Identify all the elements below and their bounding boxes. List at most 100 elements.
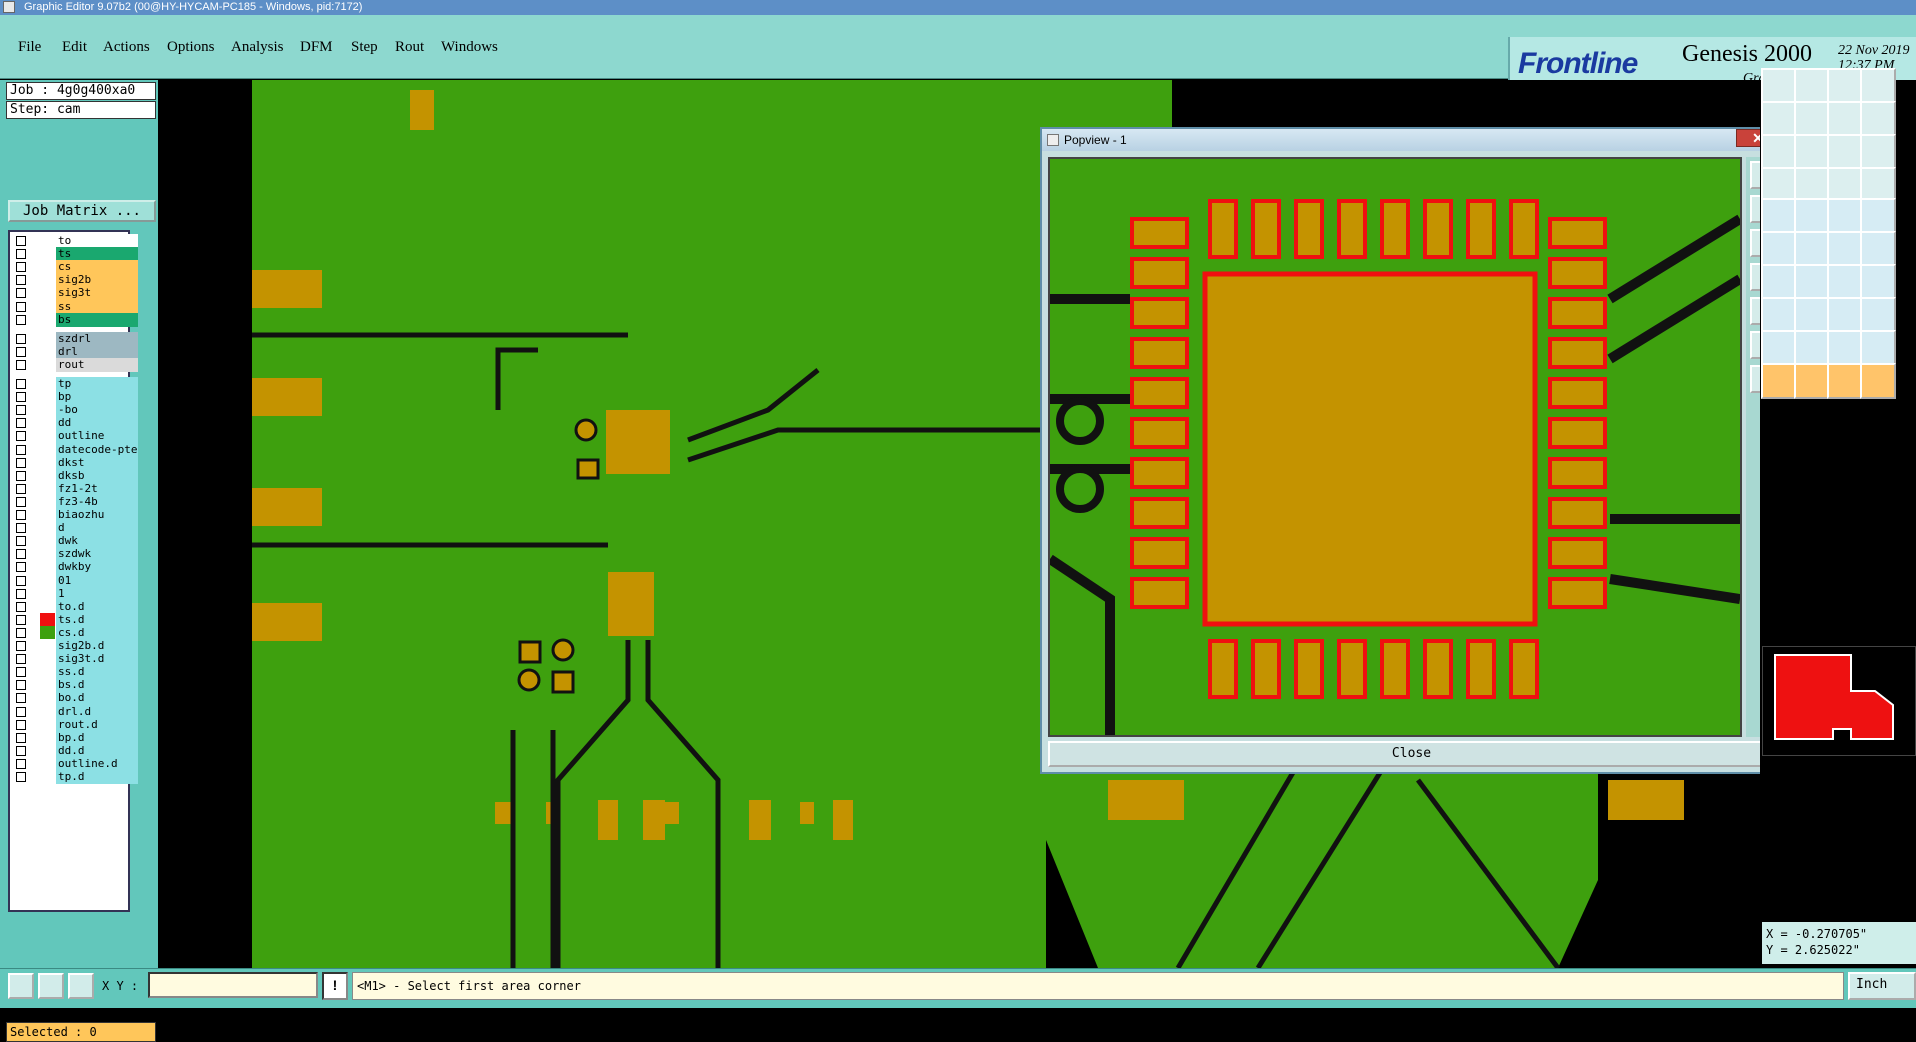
popview-close-button[interactable]: Close — [1048, 741, 1760, 767]
layer-row--bo[interactable]: -bo — [12, 403, 138, 418]
board-minimap[interactable] — [1762, 646, 1916, 756]
xy-input[interactable] — [148, 972, 318, 998]
layer-row-dwk[interactable]: dwk — [12, 534, 138, 549]
draw-icon[interactable] — [1794, 264, 1830, 300]
question-icon[interactable] — [1860, 101, 1896, 137]
move-icon[interactable] — [1794, 68, 1830, 104]
layer-checkbox[interactable] — [16, 562, 26, 573]
layer-checkbox[interactable] — [16, 772, 26, 782]
popview-close-icon[interactable]: ✕ — [1736, 129, 1760, 147]
join-icon[interactable] — [1860, 231, 1896, 267]
layer-checkbox[interactable] — [16, 732, 26, 743]
next-icon[interactable] — [1794, 101, 1830, 137]
layer-row-szdwk[interactable]: szdwk — [12, 547, 138, 562]
menu-edit[interactable]: Edit — [62, 39, 87, 55]
scale-icon[interactable] — [1827, 134, 1863, 170]
layer-checkbox[interactable] — [16, 496, 26, 507]
help-icon[interactable] — [1860, 134, 1896, 170]
menu-rout[interactable]: Rout — [395, 39, 425, 55]
menu-file[interactable]: File — [18, 39, 42, 55]
layer-checkbox[interactable] — [16, 523, 26, 534]
menu-windows[interactable]: Windows — [441, 39, 498, 55]
layer-row-to.d[interactable]: to.d — [12, 599, 138, 614]
layer-row-tp.d[interactable]: tp.d — [12, 770, 138, 784]
menu-analysis[interactable]: Analysis — [231, 39, 284, 55]
menu-actions[interactable]: Actions — [103, 39, 150, 55]
select3-icon[interactable] — [1827, 363, 1863, 399]
layer-row-bs[interactable]: bs — [12, 312, 138, 327]
reshape-icon[interactable] — [1827, 101, 1863, 137]
select2-icon[interactable] — [1794, 363, 1830, 399]
angle-icon[interactable] — [38, 973, 64, 999]
layer-row-dksb[interactable]: dksb — [12, 468, 138, 483]
pad-icon[interactable] — [1761, 198, 1797, 234]
zoom-out-icon[interactable] — [1750, 229, 1760, 257]
layer-row-bp[interactable]: bp — [12, 390, 138, 405]
center-icon[interactable] — [1827, 297, 1863, 333]
layer-checkbox[interactable] — [16, 314, 26, 325]
layer-checkbox[interactable] — [16, 457, 26, 468]
layer-checkbox[interactable] — [16, 431, 26, 442]
layer-row-sig2b.d[interactable]: sig2b.d — [12, 639, 138, 653]
select-icon[interactable] — [1761, 363, 1797, 399]
layer-checkbox[interactable] — [16, 379, 26, 389]
layer-checkbox[interactable] — [16, 392, 26, 403]
layer-row-biaozhu[interactable]: biaozhu — [12, 508, 138, 522]
layer-row-to[interactable]: to — [12, 234, 138, 248]
layer-checkbox[interactable] — [16, 654, 26, 665]
layer-checkbox[interactable] — [16, 758, 26, 769]
triangle-icon[interactable] — [1761, 330, 1797, 366]
connect-icon[interactable] — [1761, 231, 1797, 267]
edit-line-icon[interactable] — [1761, 264, 1797, 300]
home-view-icon[interactable] — [1750, 365, 1760, 393]
layer-checkbox[interactable] — [16, 745, 26, 756]
select4-icon[interactable] — [1860, 363, 1896, 399]
layer-checkbox[interactable] — [16, 418, 26, 429]
function-icon[interactable] — [1860, 264, 1896, 300]
zoom-in-icon[interactable] — [1750, 195, 1760, 223]
layer-row-cs[interactable]: cs — [12, 260, 138, 275]
layer-checkbox[interactable] — [16, 236, 26, 246]
layer-checkbox[interactable] — [16, 693, 26, 704]
popview-titlebar[interactable]: Popview - 1 — [1042, 129, 1760, 151]
layer-checkbox[interactable] — [16, 575, 26, 586]
layer-checkbox[interactable] — [16, 536, 26, 547]
line-icon[interactable] — [1794, 198, 1830, 234]
units-select[interactable]: Inch — [1848, 972, 1916, 1000]
zoom-fit-icon[interactable] — [1750, 161, 1760, 189]
triangle4-icon[interactable] — [1860, 330, 1896, 366]
layer-row-tp[interactable]: tp — [12, 377, 138, 391]
layer-row-bo.d[interactable]: bo.d — [12, 691, 138, 706]
layer-checkbox[interactable] — [16, 301, 26, 312]
layer-checkbox[interactable] — [16, 601, 26, 612]
layer-checkbox[interactable] — [16, 627, 26, 638]
menu-dfm[interactable]: DFM — [300, 39, 333, 55]
zoom-icon[interactable] — [1794, 134, 1830, 170]
layer-row-dkst[interactable]: dkst — [12, 455, 138, 470]
copy-pad-icon[interactable] — [1860, 297, 1896, 333]
copy-icon[interactable] — [1761, 68, 1797, 104]
layer-checkbox[interactable] — [16, 614, 26, 625]
pan-left-icon[interactable] — [1750, 263, 1760, 291]
layer-checkbox[interactable] — [16, 706, 26, 717]
layer-row-fz3-4b[interactable]: fz3-4b — [12, 494, 138, 509]
layer-checkbox[interactable] — [16, 359, 26, 370]
prev-icon[interactable] — [1761, 101, 1797, 137]
layer-checkbox[interactable] — [16, 470, 26, 481]
layer-row-szdrl[interactable]: szdrl — [12, 331, 138, 346]
graphic-canvas[interactable]: Popview - 1 ✕ — [158, 80, 1760, 968]
layer-row-ts[interactable]: ts — [12, 247, 138, 262]
layer-checkbox[interactable] — [16, 549, 26, 560]
arc-icon[interactable] — [1827, 264, 1863, 300]
layer-icon[interactable] — [1827, 68, 1863, 104]
layer-row-rout[interactable]: rout — [12, 357, 138, 372]
layer-checkbox[interactable] — [16, 483, 26, 494]
fit-icon[interactable] — [1761, 134, 1797, 170]
window-icon[interactable] — [1860, 68, 1896, 104]
move-node-icon[interactable] — [1827, 231, 1863, 267]
layer-checkbox[interactable] — [16, 444, 26, 455]
layer-checkbox[interactable] — [16, 405, 26, 416]
dash-icon[interactable] — [1794, 297, 1830, 333]
layer-row-dd[interactable]: dd — [12, 416, 138, 431]
layer-row-d[interactable]: d — [12, 521, 138, 536]
